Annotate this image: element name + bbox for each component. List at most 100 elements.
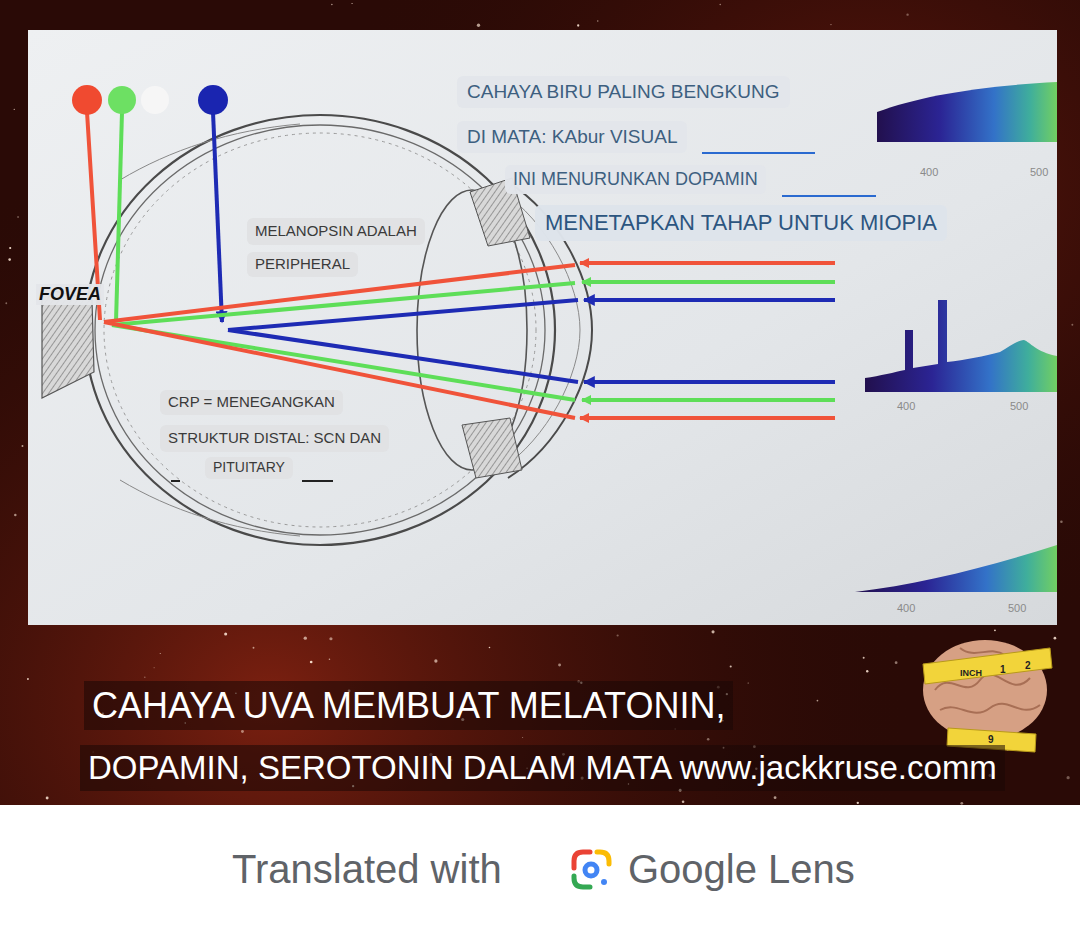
star-field: [617, 634, 619, 636]
screen-photo: [28, 30, 1057, 625]
google-lens-icon: [585, 864, 597, 876]
eye-outline: [120, 124, 300, 180]
screen-photo: [28, 30, 1057, 625]
spectrum-plots: [855, 545, 1057, 592]
tape-mark: 2: [1025, 660, 1031, 672]
tape-mark: 1: [1000, 664, 1006, 676]
light-source-pins: [108, 86, 136, 114]
callout-box: MELANOPSIN ADALAH: [247, 218, 425, 245]
light-rays: [228, 300, 578, 330]
callout-text: CRP = MENEGANGKAN: [168, 393, 335, 412]
star-field: [730, 665, 732, 667]
star-field: [817, 700, 819, 702]
star-field: [1071, 324, 1073, 326]
star-field: [906, 13, 908, 15]
star-field: [558, 664, 561, 667]
callout-text: INI MENURUNKAN DOPAMIN: [513, 168, 758, 191]
brain-logo: [923, 640, 1052, 752]
eye-outline: [95, 125, 545, 535]
star-field: [477, 24, 480, 27]
star-field: [14, 109, 15, 110]
callout-text: PITUITARY: [213, 459, 285, 477]
star-field: [774, 796, 777, 799]
underline-marks: [171, 480, 180, 482]
eye-outline: [104, 133, 536, 527]
callout-box: CRP = MENEGANGKAN: [160, 390, 343, 415]
callout-box: STRUKTUR DISTAL: SCN DAN: [160, 425, 389, 452]
star-field: [310, 661, 313, 664]
caption-line: CAHAYA UVA MEMBUAT MELATONIN,: [84, 681, 733, 730]
star-field: [830, 24, 831, 25]
star-field: [329, 658, 331, 660]
callout-box: PITUITARY: [205, 457, 293, 479]
callout-text: MELANOPSIN ADALAH: [255, 222, 417, 241]
star-field: [304, 636, 307, 639]
star-field: [5, 3, 1073, 805]
spectrum-plots: [877, 82, 1057, 142]
star-field: [14, 514, 16, 516]
star-field: [224, 632, 227, 635]
callout-box: CAHAYA BIRU PALING BENGKUNG: [457, 76, 790, 108]
star-field: [994, 629, 996, 631]
star-field: [1067, 776, 1070, 779]
callout-text: STRUKTUR DISTAL: SCN DAN: [168, 429, 381, 448]
star-field: [597, 20, 599, 22]
google-lens-icon: [574, 852, 609, 887]
star-field: [748, 682, 749, 683]
callout-text: PERIPHERAL: [255, 255, 350, 274]
light-rays: [580, 261, 835, 265]
eye-outline: [120, 480, 300, 536]
star-field: [682, 800, 685, 803]
spectrum-plots: [865, 300, 1057, 392]
part-label: FOVEA: [36, 284, 104, 305]
light-rays: [580, 416, 835, 420]
eye-outline: [462, 418, 522, 478]
star-field: [160, 653, 161, 654]
star-field: [719, 4, 721, 6]
light-rays: [584, 380, 835, 384]
star-field: [8, 258, 11, 261]
star-field: [1060, 520, 1063, 523]
light-source-pins: [141, 86, 169, 114]
light-rays: [582, 398, 835, 402]
star-field: [27, 678, 29, 680]
callout-text: DI MATA: KAbur VISUAL: [467, 125, 677, 149]
spectrum-plots: [855, 82, 1057, 592]
star-field: [489, 647, 491, 649]
star-field: [522, 737, 524, 739]
star-field: [1054, 637, 1057, 640]
callout-text: CAHAYA BIRU PALING BENGKUNG: [467, 80, 780, 104]
star-field: [17, 216, 19, 218]
star-field: [863, 657, 865, 659]
underline-marks: [302, 480, 333, 482]
star-field: [329, 637, 332, 640]
light-rays: [104, 322, 575, 418]
brain-logo: [940, 704, 1040, 713]
lens-band: [0, 805, 1080, 933]
star-field: [46, 797, 49, 800]
google-lens-icon: [597, 852, 609, 864]
light-source-pins: [72, 85, 102, 115]
star-field: [9, 247, 11, 249]
brain-logo: [960, 648, 1005, 655]
spectrum-plots: [865, 300, 1057, 392]
star-field: [154, 667, 155, 668]
callout-box: MENETAPKAN TAHAP UNTUK MIOPIA: [535, 205, 947, 241]
google-lens-icon: [601, 879, 607, 885]
star-field: [866, 670, 868, 672]
star-field: [241, 730, 244, 733]
axis-number: 500: [1030, 166, 1048, 179]
star-field: [352, 3, 353, 4]
axis-number: 400: [897, 400, 915, 413]
tape-mark: INCH: [960, 668, 982, 678]
star-field: [895, 661, 898, 664]
callout-box: DI MATA: KAbur VISUAL: [457, 121, 687, 153]
tape-mark: 9: [988, 734, 994, 746]
watermark: Translated with: [232, 846, 502, 892]
light-source-pins: [198, 85, 228, 115]
star-field: [712, 630, 715, 633]
